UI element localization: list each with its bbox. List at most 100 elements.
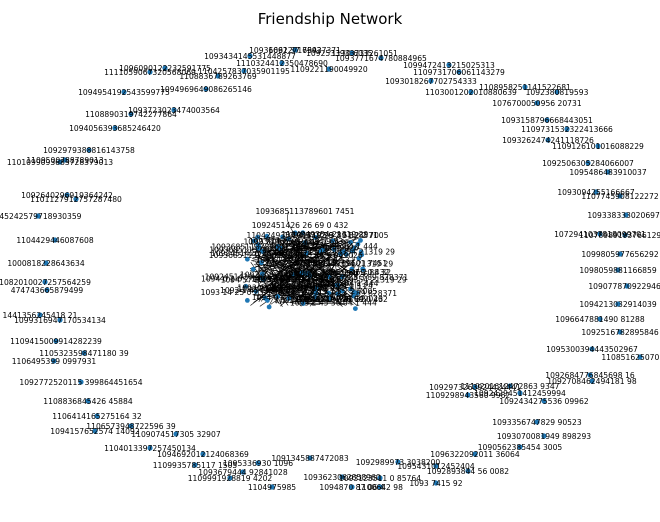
node-label: 1104975985 — [248, 483, 296, 492]
node-label: 1104429446087608 — [16, 236, 93, 245]
network-node — [264, 233, 270, 239]
network-node — [286, 236, 292, 242]
network-edge — [279, 249, 299, 305]
cluster-node-label: 1092 3 8 7 49 7 54 — [240, 270, 313, 279]
network-node — [192, 462, 198, 468]
node-label: 1108836789263769 — [179, 72, 256, 81]
network-edge — [337, 266, 345, 273]
node-label: 1092640296919364242 — [21, 191, 113, 200]
network-edge — [291, 247, 302, 268]
node-label: 1093434145531448877 — [204, 52, 296, 61]
network-node — [468, 89, 474, 95]
node-label: 1130 6035 — [331, 49, 372, 58]
network-edge — [265, 257, 321, 287]
node-label: 1092434275536 09962 — [499, 397, 589, 406]
cluster-node-label: 1093 45 0 48 9 049026 — [270, 243, 360, 252]
network-node — [349, 50, 355, 56]
node-label: 945242579718930359 — [0, 212, 82, 221]
cluster-node-label: 1104249354 21319 29 — [320, 276, 407, 285]
node-label: 1105323598471180 39 — [39, 349, 129, 358]
node-label: 1076700050956 20731 — [492, 99, 582, 108]
network-node — [456, 69, 462, 75]
node-label: 1094692012124068369 — [157, 450, 249, 459]
cluster-node-label: 1094 0 2 6 2 51 2 2 7005 — [201, 275, 298, 284]
cluster-node-label: 1092 1 47 2 88 32 — [220, 286, 290, 295]
network-node — [587, 372, 593, 378]
node-label: 1106414165275164 32 — [52, 412, 142, 421]
network-edge — [281, 247, 345, 278]
node-label: 1109731706061143279 — [413, 68, 505, 77]
network-node — [313, 235, 319, 240]
network-node — [73, 196, 79, 202]
node-label: 1107898919376612913 — [579, 231, 660, 240]
network-edge — [274, 252, 301, 268]
network-edge — [288, 282, 329, 299]
node-label: 1109221190049920 — [290, 65, 367, 74]
network-node — [302, 270, 308, 276]
network-node — [292, 47, 298, 53]
network-node — [302, 240, 308, 246]
network-node — [305, 270, 311, 276]
network-node — [215, 73, 221, 79]
network-node — [57, 159, 63, 165]
cluster-node-label: 1093 14 25 0 23 84 9 53 — [201, 288, 295, 297]
node-label: 1101099093683728379013 — [7, 158, 113, 167]
network-node — [52, 237, 58, 243]
network-node — [358, 249, 364, 255]
network-node — [330, 238, 336, 244]
node-label: 1109731532322413666 — [521, 125, 613, 134]
network-node — [348, 239, 354, 245]
network-node — [517, 390, 523, 396]
node-label: 1106573948722596 39 — [86, 422, 176, 431]
network-node — [349, 484, 355, 490]
cluster-node-label: 1092 3 8 7 49 7 54 — [284, 269, 357, 278]
network-node — [78, 379, 84, 385]
network-node — [259, 271, 265, 277]
node-label: 1111059067320568069 — [104, 68, 196, 77]
network-node — [348, 286, 354, 292]
network-edge — [253, 278, 342, 280]
network-node — [597, 316, 603, 322]
network-edge — [260, 241, 298, 302]
network-node — [92, 428, 98, 434]
network-node — [258, 260, 264, 266]
network-node — [128, 423, 134, 429]
node-label: 1109415009914282239 — [10, 337, 102, 346]
cluster-node-label: 1093 45 0 48 9 049026 — [237, 284, 327, 293]
network-node — [247, 53, 253, 59]
network-edge — [261, 238, 278, 290]
cluster-node-label: 1092 1 47 2 88 32 — [265, 259, 335, 268]
network-node — [617, 193, 623, 199]
node-label: 1110201612472863 9347 — [460, 382, 559, 391]
network-edge — [271, 259, 275, 262]
node-label: 1092893844 56 0082 — [427, 467, 509, 476]
network-node — [349, 266, 355, 272]
node-label: 1093723023474003564 — [128, 106, 220, 115]
node-label: 1108836845426 45884 — [43, 397, 133, 406]
network-node — [624, 283, 630, 289]
network-node — [42, 279, 48, 285]
nodes-layer — [35, 47, 643, 490]
network-node — [320, 247, 326, 253]
node-label: 1108516250705083 — [601, 353, 660, 362]
network-edge — [260, 237, 358, 282]
network-node — [334, 282, 340, 288]
network-node — [465, 392, 471, 398]
node-label: 1095336930 1096 — [223, 459, 293, 468]
network-edge — [275, 253, 291, 256]
cluster-node-label: 1092 3 8 7 49 7 54 — [267, 237, 340, 246]
cluster-node-label: 1092451426 26 69 0 432 — [252, 221, 349, 230]
node-label: 1107745908122272 — [581, 192, 658, 201]
network-node — [356, 255, 362, 261]
network-node — [307, 455, 313, 461]
node-label: 1108890319742277864 — [85, 110, 177, 119]
network-node — [593, 189, 599, 195]
cluster-node-label: 1092 77 6 1 3 24 — [243, 238, 308, 247]
cluster-node-label: 1092 77 6 1 3 24 — [270, 280, 335, 289]
cluster-node-label: 1092451426 26 69 0 432 — [293, 268, 390, 277]
cluster-node-label: 1104249354 21319 29 — [308, 247, 395, 256]
network-node — [44, 287, 50, 293]
network-node — [304, 250, 309, 256]
network-edge — [287, 211, 301, 246]
network-node — [250, 266, 256, 272]
